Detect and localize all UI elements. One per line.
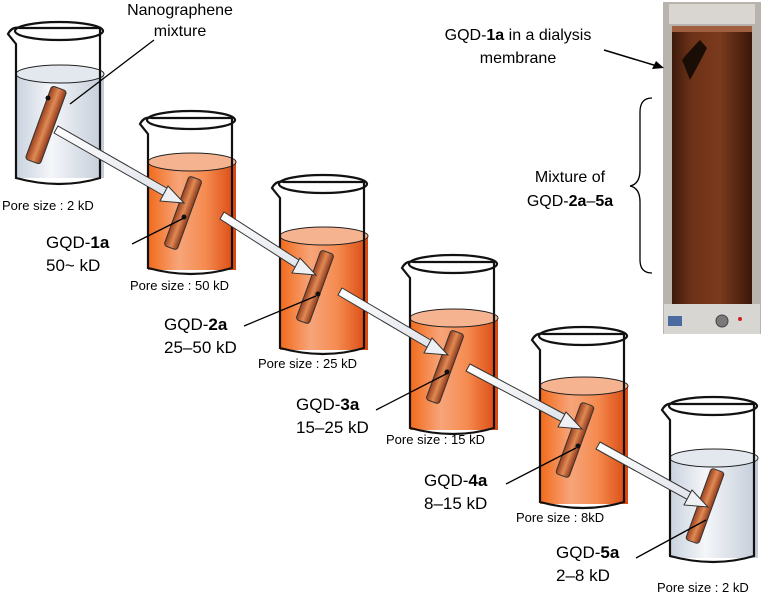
photo-cylinder (663, 2, 761, 334)
beaker-2 (138, 109, 237, 276)
membrane-label: GQD-1a in a dialysis membrane (420, 24, 616, 70)
fraction-3-id: 3a (340, 395, 360, 414)
nanographene-line2: mixture (153, 22, 207, 40)
pore-label-5: Pore size : 8kD (516, 510, 605, 525)
transfer-arrows (53, 125, 710, 508)
arrow-2-3-head (291, 257, 318, 276)
pore-label-4: Pore size : 15 kD (386, 432, 485, 447)
fraction-3-prefix: GQD- (296, 395, 341, 414)
pore-label-1: Pore size : 2 kD (2, 198, 94, 213)
membrane-id: 1a (486, 27, 505, 44)
fraction-1-range: 50~ kD (46, 255, 101, 275)
fraction-5-range: 2–8 kD (556, 565, 610, 585)
arrow-1-2-head (159, 185, 186, 204)
fraction-4-id: 4a (468, 471, 488, 490)
nanographene-line1: Nanographene (127, 2, 233, 19)
fraction-4-range: 8–15 kD (424, 493, 488, 513)
fraction-1-prefix: GQD- (46, 233, 91, 252)
fraction-1: GQD-1a 50~ kD (46, 232, 109, 278)
membrane-in-photo (682, 40, 707, 80)
beaker-6 (660, 395, 759, 564)
arrow-4-5-head (557, 411, 584, 430)
pointer-lines (69, 39, 707, 559)
fraction-3-range: 15–25 kD (296, 417, 369, 437)
fraction-5-id: 5a (600, 543, 620, 562)
fraction-5: GQD-5a 2–8 kD (556, 542, 619, 588)
arrow-3-4-head (423, 337, 450, 356)
fraction-4: GQD-4a 8–15 kD (424, 470, 487, 516)
fraction-2-id: 2a (208, 315, 228, 334)
mixture-id2: 5a (595, 193, 614, 210)
pore-label-2: Pore size : 50 kD (130, 278, 229, 293)
fraction-4-prefix: GQD- (424, 471, 469, 490)
mixture-prefix: GQD- (526, 193, 569, 210)
mixture-label: Mixture of GQD-2a–5a (508, 166, 632, 214)
beaker-5 (530, 325, 629, 510)
mixture-line1: Mixture of (534, 169, 606, 186)
mixture-id1: 2a (568, 193, 587, 210)
fraction-1-id: 1a (90, 233, 110, 252)
fraction-3: GQD-3a 15–25 kD (296, 394, 369, 440)
fraction-2: GQD-2a 25–50 kD (164, 314, 237, 360)
beaker-3 (270, 173, 369, 356)
pore-label-6: Pore size : 2 kD (657, 580, 749, 595)
mixture-dash: – (586, 193, 596, 210)
mixture-brace (629, 97, 653, 274)
arrow-5-6-head (683, 489, 710, 508)
fraction-5-prefix: GQD- (556, 543, 601, 562)
fraction-2-prefix: GQD- (164, 315, 209, 334)
beaker-4 (400, 253, 499, 436)
nanographene-label: Nanographene mixture (120, 1, 240, 43)
membrane-line2: membrane (479, 50, 557, 68)
pore-label-3: Pore size : 25 kD (258, 356, 357, 371)
beaker-1 (6, 20, 105, 186)
fraction-2-range: 25–50 kD (164, 337, 237, 357)
membrane-suffix: in a dialysis (504, 27, 592, 44)
membrane-prefix: GQD- (444, 27, 487, 44)
